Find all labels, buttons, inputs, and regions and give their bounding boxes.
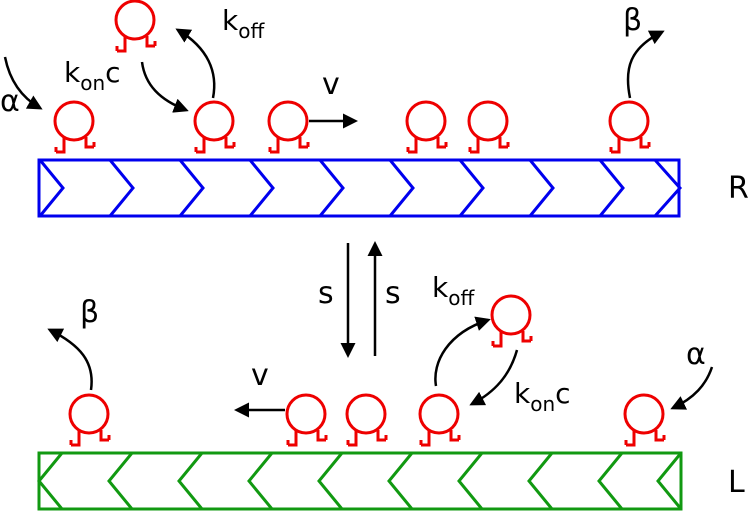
left-track [37, 451, 683, 511]
unbinding-rate-label: koff [432, 271, 475, 310]
exit-rate-label: β [623, 3, 642, 38]
motor-protein-icon [68, 393, 111, 447]
binding-rate-label: konc [64, 56, 121, 95]
right-track-label: R [728, 171, 749, 206]
unbinding-rate-label: koff [222, 4, 265, 43]
exit-rate-label: β [80, 295, 99, 330]
velocity-label: v [251, 358, 269, 393]
motor-protein-icon [467, 100, 510, 154]
motor-protein-icon [267, 100, 310, 154]
bind-arrow-icon [469, 349, 519, 406]
velocity-label: v [322, 67, 340, 102]
unbind-arrow-icon [175, 28, 216, 99]
motor-protein-icon [114, 0, 157, 53]
bind-arrow-icon [140, 61, 189, 113]
entry-arrow-icon [3, 56, 43, 110]
binding-rate-label: konc [514, 377, 571, 416]
motor-protein-icon [193, 100, 236, 154]
motor-protein-icon [345, 393, 388, 447]
switch-rate-label: s [318, 276, 334, 311]
unbind-arrow-icon [434, 316, 491, 387]
left-track-label: L [728, 465, 745, 500]
entry-arrow-icon [670, 366, 714, 410]
motor-protein-icon [623, 393, 666, 447]
motor-protein-icon [53, 100, 96, 154]
entry-rate-label: α [0, 84, 20, 119]
motor-protein-icon [608, 100, 651, 154]
entry-rate-label: α [686, 337, 706, 372]
exit-arrow-icon [626, 30, 665, 99]
motor-protein-icon [405, 100, 448, 154]
motor-protein-icon [285, 393, 328, 447]
motor-protein-icon [418, 393, 461, 447]
exit-arrow-icon [47, 328, 93, 391]
right-track [37, 158, 683, 218]
switch-rate-label: s [385, 276, 401, 311]
motor-protein-icon [490, 294, 533, 348]
